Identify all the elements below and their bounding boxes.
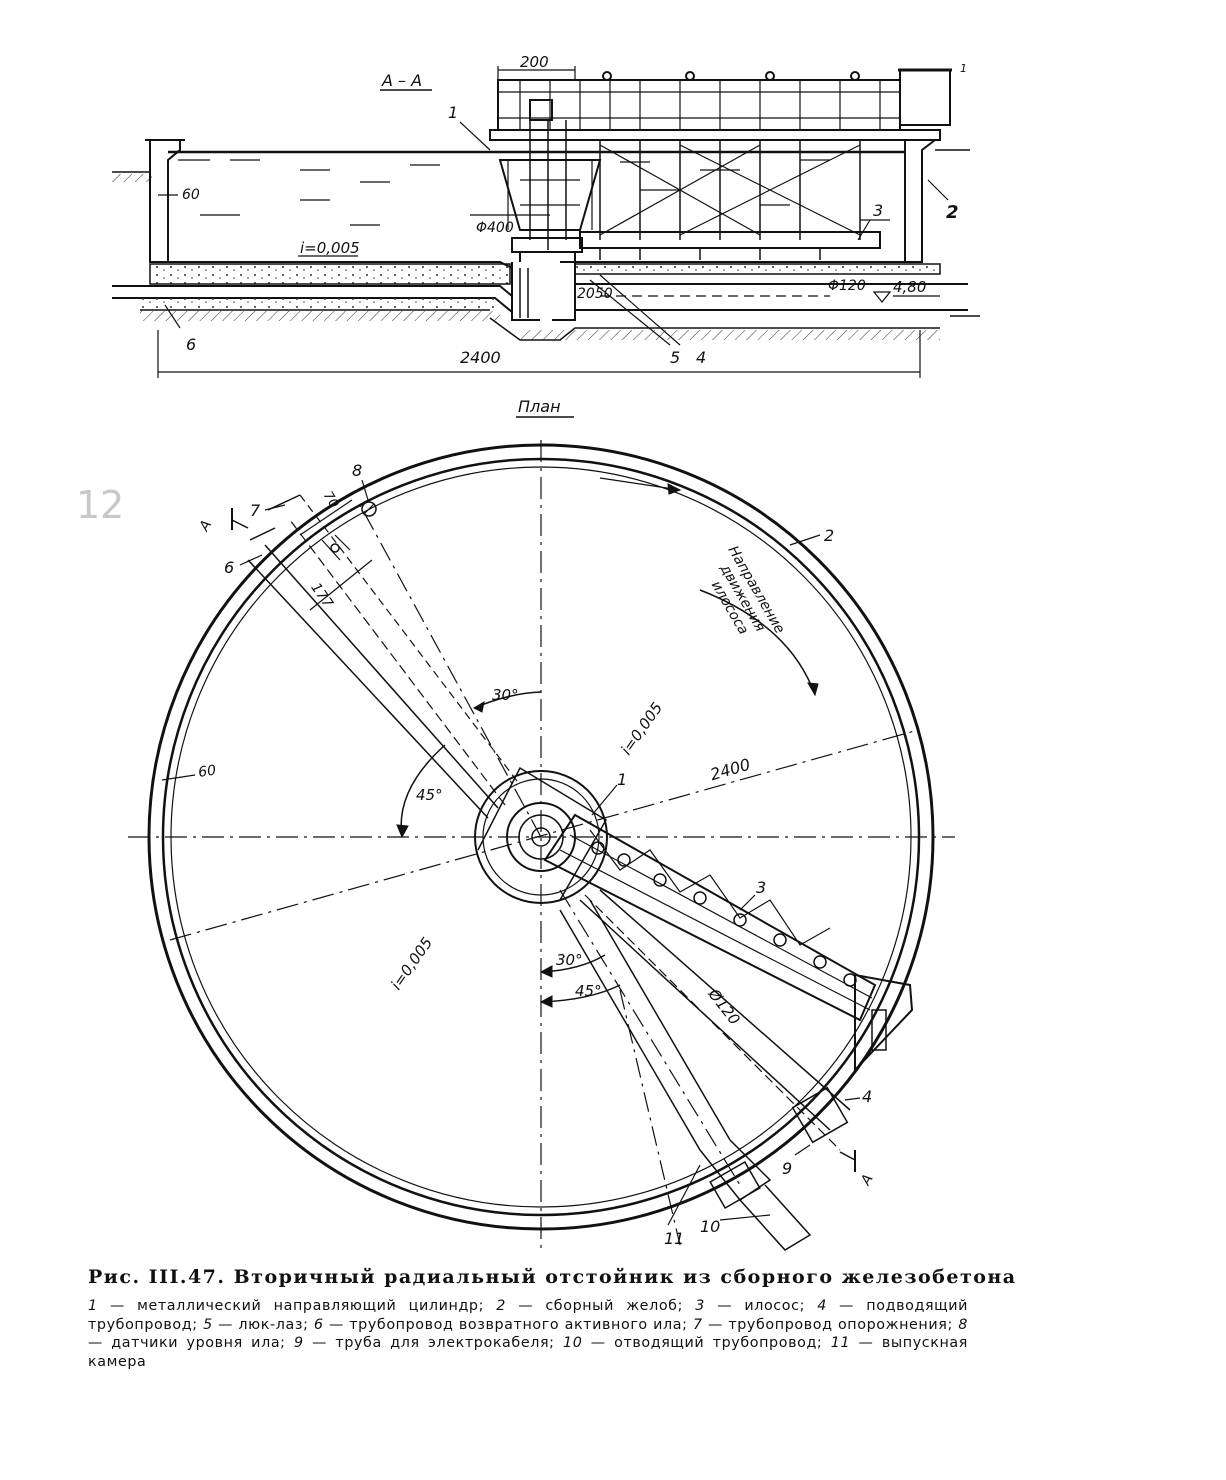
legend-item-text: — илосос; <box>704 1298 818 1314</box>
dim-phi120-plan: Ø120 <box>704 985 744 1029</box>
legend-item-text: — датчики уровня ила; <box>88 1335 294 1351</box>
central-cylinder <box>498 159 602 231</box>
margin-mark: 12 <box>76 483 124 527</box>
sensor-8 <box>361 501 377 517</box>
plan-callout-2: 2 <box>824 526 834 545</box>
dim-phi400: Φ400 <box>476 220 514 236</box>
legend-item-text: — выпускная камера <box>88 1335 968 1370</box>
section-callout-5: 5 <box>670 348 680 367</box>
center-cylinder-plan <box>474 770 608 904</box>
legend-item-number: 4 <box>817 1298 827 1314</box>
dim-70: 70 <box>320 489 341 511</box>
section-title: А – А <box>381 71 422 90</box>
plan-callout-6: 6 <box>224 558 234 577</box>
legend-item-number: 1 <box>88 1298 98 1314</box>
angle-30-top: 30° <box>492 686 519 704</box>
plan-callout-11: 11 <box>664 1229 684 1248</box>
dim-slope-section: i=0,005 <box>300 239 360 257</box>
legend-item-number: 9 <box>294 1335 304 1351</box>
slope-top: i=0,005 <box>617 699 666 758</box>
legend-item-text: — трубопровод опорожнения; <box>702 1316 959 1333</box>
section-mark-bottom: А <box>857 1172 876 1189</box>
caption-title: Рис. III.47. Вторичный радиальный отстой… <box>88 1266 1017 1288</box>
legend-item-text: — металлический направляющий цилиндр; <box>97 1298 497 1314</box>
angle-45-left: 45° <box>416 786 443 804</box>
plan-view: План 12 2400 70 177 <box>76 397 955 1251</box>
legend-item-text: — подводящий трубопровод; <box>88 1298 968 1333</box>
legend-item-number: 10 <box>563 1335 583 1351</box>
legend-item-number: 6 <box>313 1316 324 1333</box>
section-mark-top: А <box>196 518 215 535</box>
plan-callout-7: 7 <box>250 501 261 520</box>
right-wall <box>904 139 938 263</box>
dim-2050: 2050 <box>577 286 613 302</box>
left-wall <box>149 139 181 263</box>
section-callout-6: 6 <box>186 335 196 354</box>
legend-item-text: — труба для электрокабеля; <box>303 1335 563 1351</box>
caption-legend: 1 — металлический направляющий цилиндр; … <box>88 1297 968 1371</box>
legend-item-text: — люк-лаз; <box>212 1316 314 1333</box>
legend-item-text: — трубопровод возвратного активного ила; <box>323 1316 693 1333</box>
section-callout-4: 4 <box>696 348 706 367</box>
section-callout-1: 1 <box>448 103 458 122</box>
legend-item-number: 2 <box>496 1298 506 1314</box>
section-view: А – А <box>112 53 980 378</box>
legend-item-number: 8 <box>958 1316 968 1333</box>
dim-phi120-section: Φ120 <box>828 278 866 294</box>
section-corner-mark: 1 <box>960 62 967 75</box>
plan-callout-9: 9 <box>782 1159 792 1178</box>
plan-callout-1: 1 <box>617 770 627 789</box>
plan-callout-10: 10 <box>700 1217 720 1236</box>
legend-item-number: 3 <box>695 1298 705 1314</box>
dim-2400-plan: 2400 <box>708 755 752 784</box>
legend-item-number: 5 <box>203 1316 213 1333</box>
dim-2400-section: 2400 <box>460 348 501 367</box>
angle-30-bottom: 30° <box>556 951 583 969</box>
section-callout-2: 2 <box>946 202 959 223</box>
plan-callout-8: 8 <box>352 461 362 480</box>
plan-title: План <box>518 397 561 416</box>
legend-item-text: — сборный желоб; <box>505 1298 696 1314</box>
rotation-label: Направление движения илососа <box>708 543 788 637</box>
dim-level: 4,80 <box>893 278 926 296</box>
dim-60-plan: 60 <box>197 763 217 781</box>
legend-item-number: 11 <box>830 1335 851 1351</box>
dim-60-section: 60 <box>182 187 200 203</box>
scraper-arm <box>543 813 914 1073</box>
legend-item-text: — отводящий трубопровод; <box>582 1335 831 1351</box>
plan-callout-3: 3 <box>756 878 766 897</box>
dim-177: 177 <box>307 580 335 611</box>
section-callout-3: 3 <box>873 201 883 220</box>
legend-item-number: 7 <box>692 1316 703 1333</box>
slope-bottom: i=0,005 <box>387 934 436 993</box>
angle-45-bottom: 45° <box>575 982 602 1000</box>
plan-callout-4: 4 <box>862 1087 872 1106</box>
dim-200: 200 <box>520 53 549 71</box>
